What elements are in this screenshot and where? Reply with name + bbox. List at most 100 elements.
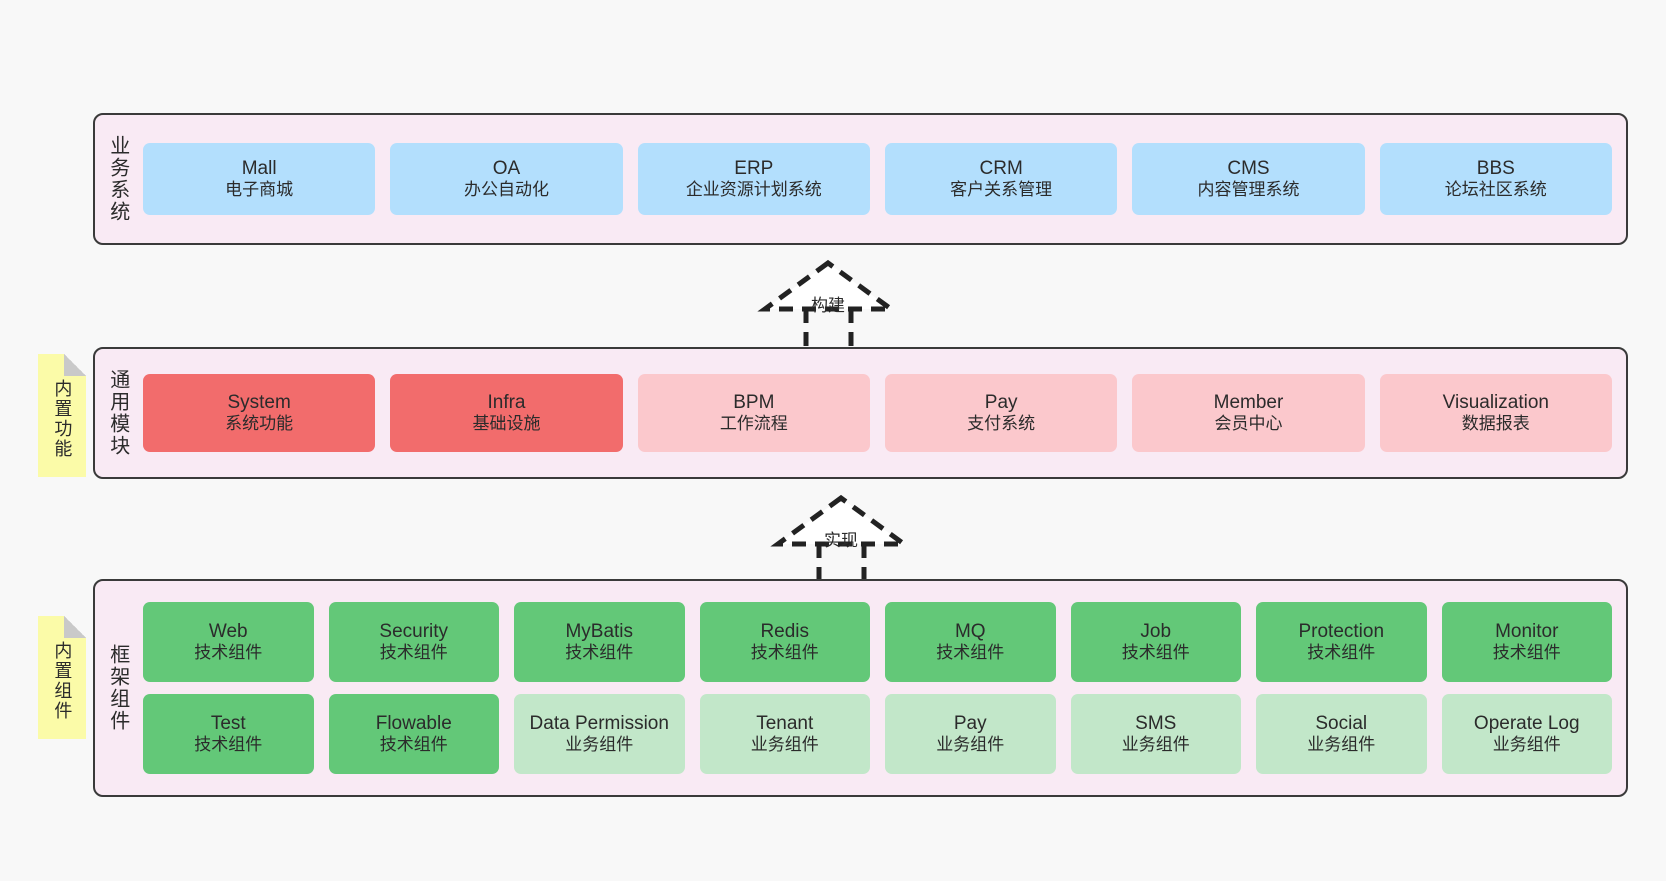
- module-subtitle: 客户关系管理: [950, 180, 1053, 200]
- component-card-operate-log[interactable]: Operate Log 业务组件: [1441, 694, 1612, 774]
- connector-build: 构建: [755, 255, 915, 355]
- component-card-pay[interactable]: Pay 业务组件: [885, 694, 1056, 774]
- layer-body-framework: Web 技术组件 Security 技术组件 MyBatis 技术组件 Redi…: [139, 581, 1626, 795]
- component-name: Job: [1140, 621, 1172, 643]
- module-subtitle: 论坛社区系统: [1444, 180, 1547, 200]
- component-subtitle: 业务组件: [565, 735, 634, 755]
- component-name: Social: [1315, 713, 1368, 735]
- layer-title-common: 通用模块: [106, 369, 129, 457]
- component-subtitle: 技术组件: [194, 735, 263, 755]
- module-subtitle: 数据报表: [1461, 414, 1530, 434]
- component-subtitle: 业务组件: [936, 735, 1005, 755]
- module-name: Pay: [984, 392, 1018, 414]
- component-name: Test: [210, 713, 246, 735]
- component-card-redis[interactable]: Redis 技术组件: [699, 602, 870, 682]
- module-name: BBS: [1476, 158, 1515, 180]
- module-card-pay[interactable]: Pay 支付系统: [884, 374, 1118, 452]
- component-card-mq[interactable]: MQ 技术组件: [885, 602, 1056, 682]
- module-card-system[interactable]: System 系统功能: [143, 374, 376, 452]
- component-card-sms[interactable]: SMS 业务组件: [1070, 694, 1241, 774]
- component-name: Flowable: [375, 713, 452, 735]
- module-card-crm[interactable]: CRM 客户关系管理: [884, 143, 1118, 215]
- component-name: Tenant: [756, 713, 814, 735]
- component-subtitle: 技术组件: [194, 643, 263, 663]
- module-name: Infra: [487, 392, 526, 414]
- component-name: MQ: [954, 621, 986, 643]
- component-subtitle: 技术组件: [936, 643, 1005, 663]
- cell-row: Mall 电子商城 OA 办公自动化 ERP 企业资源计划系统 CRM 客户关系…: [143, 143, 1612, 215]
- component-subtitle: 业务组件: [1121, 735, 1190, 755]
- component-subtitle: 技术组件: [750, 643, 819, 663]
- component-name: Pay: [953, 713, 987, 735]
- component-subtitle: 业务组件: [1307, 735, 1376, 755]
- component-card-flowable[interactable]: Flowable 技术组件: [328, 694, 499, 774]
- layer-body-business: Mall 电子商城 OA 办公自动化 ERP 企业资源计划系统 CRM 客户关系…: [139, 115, 1626, 243]
- component-name: SMS: [1135, 713, 1177, 735]
- layer-common-module: 通用模块 System 系统功能 Infra 基础设施 BPM 工作流程 Pay…: [93, 347, 1628, 479]
- note-builtin-component: 内置组件: [38, 616, 86, 739]
- component-name: Data Permission: [529, 713, 669, 735]
- note-builtin-function: 内置功能: [38, 354, 86, 477]
- note-text: 内置功能: [52, 378, 73, 459]
- component-subtitle: 业务组件: [1492, 735, 1561, 755]
- component-name: Web: [208, 621, 248, 643]
- component-name: Operate Log: [1473, 713, 1580, 735]
- component-subtitle: 技术组件: [379, 735, 448, 755]
- module-name: CRM: [979, 158, 1023, 180]
- module-name: CMS: [1227, 158, 1270, 180]
- module-name: OA: [492, 158, 521, 180]
- cell-row: System 系统功能 Infra 基础设施 BPM 工作流程 Pay 支付系统…: [143, 374, 1612, 452]
- connector-label-implement: 实现: [824, 531, 858, 550]
- component-name: Monitor: [1495, 621, 1559, 643]
- module-subtitle: 电子商城: [225, 180, 294, 200]
- module-subtitle: 办公自动化: [463, 180, 549, 200]
- module-card-oa[interactable]: OA 办公自动化: [390, 143, 623, 215]
- module-name: Visualization: [1442, 392, 1549, 414]
- layer-title-business: 业务系统: [106, 135, 129, 223]
- component-card-job[interactable]: Job 技术组件: [1070, 602, 1241, 682]
- component-card-security[interactable]: Security 技术组件: [328, 602, 499, 682]
- layer-business-system: 业务系统 Mall 电子商城 OA 办公自动化 ERP 企业资源计划系统 CRM…: [93, 113, 1628, 245]
- module-name: System: [227, 392, 291, 414]
- module-name: Mall: [241, 158, 277, 180]
- component-subtitle: 技术组件: [1492, 643, 1561, 663]
- layer-title-framework: 框架组件: [106, 644, 129, 732]
- component-name: Protection: [1298, 621, 1385, 643]
- cell-row-technical: Web 技术组件 Security 技术组件 MyBatis 技术组件 Redi…: [143, 602, 1612, 682]
- component-subtitle: 技术组件: [1121, 643, 1190, 663]
- module-card-infra[interactable]: Infra 基础设施: [390, 374, 623, 452]
- module-card-erp[interactable]: ERP 企业资源计划系统: [637, 143, 870, 215]
- module-card-bbs[interactable]: BBS 论坛社区系统: [1379, 143, 1612, 215]
- generalization-arrow-icon: [757, 259, 899, 355]
- layer-framework-component: 框架组件 Web 技术组件 Security 技术组件 MyBatis 技术组件…: [93, 579, 1628, 797]
- module-card-cms[interactable]: CMS 内容管理系统: [1132, 143, 1365, 215]
- note-fold-corner-icon: [64, 616, 86, 638]
- module-name: BPM: [733, 392, 775, 414]
- module-card-mall[interactable]: Mall 电子商城: [143, 143, 376, 215]
- component-name: Redis: [760, 621, 810, 643]
- component-card-data-permission[interactable]: Data Permission 业务组件: [514, 694, 685, 774]
- component-card-protection[interactable]: Protection 技术组件: [1256, 602, 1427, 682]
- component-card-social[interactable]: Social 业务组件: [1256, 694, 1427, 774]
- component-card-tenant[interactable]: Tenant 业务组件: [699, 694, 870, 774]
- component-name: MyBatis: [565, 621, 634, 643]
- module-card-bpm[interactable]: BPM 工作流程: [637, 374, 870, 452]
- connector-implement: 实现: [768, 490, 928, 590]
- component-card-web[interactable]: Web 技术组件: [143, 602, 314, 682]
- module-subtitle: 基础设施: [472, 414, 541, 434]
- cell-row-business: Test 技术组件 Flowable 技术组件 Data Permission …: [143, 694, 1612, 774]
- module-subtitle: 系统功能: [225, 414, 294, 434]
- component-subtitle: 技术组件: [1307, 643, 1376, 663]
- note-text: 内置组件: [52, 640, 73, 721]
- component-subtitle: 业务组件: [750, 735, 819, 755]
- module-card-visualization[interactable]: Visualization 数据报表: [1379, 374, 1612, 452]
- module-subtitle: 会员中心: [1214, 414, 1283, 434]
- component-card-mybatis[interactable]: MyBatis 技术组件: [514, 602, 685, 682]
- module-name: ERP: [734, 158, 774, 180]
- module-card-member[interactable]: Member 会员中心: [1132, 374, 1365, 452]
- component-card-test[interactable]: Test 技术组件: [143, 694, 314, 774]
- module-subtitle: 内容管理系统: [1197, 180, 1300, 200]
- module-subtitle: 工作流程: [719, 414, 788, 434]
- component-card-monitor[interactable]: Monitor 技术组件: [1441, 602, 1612, 682]
